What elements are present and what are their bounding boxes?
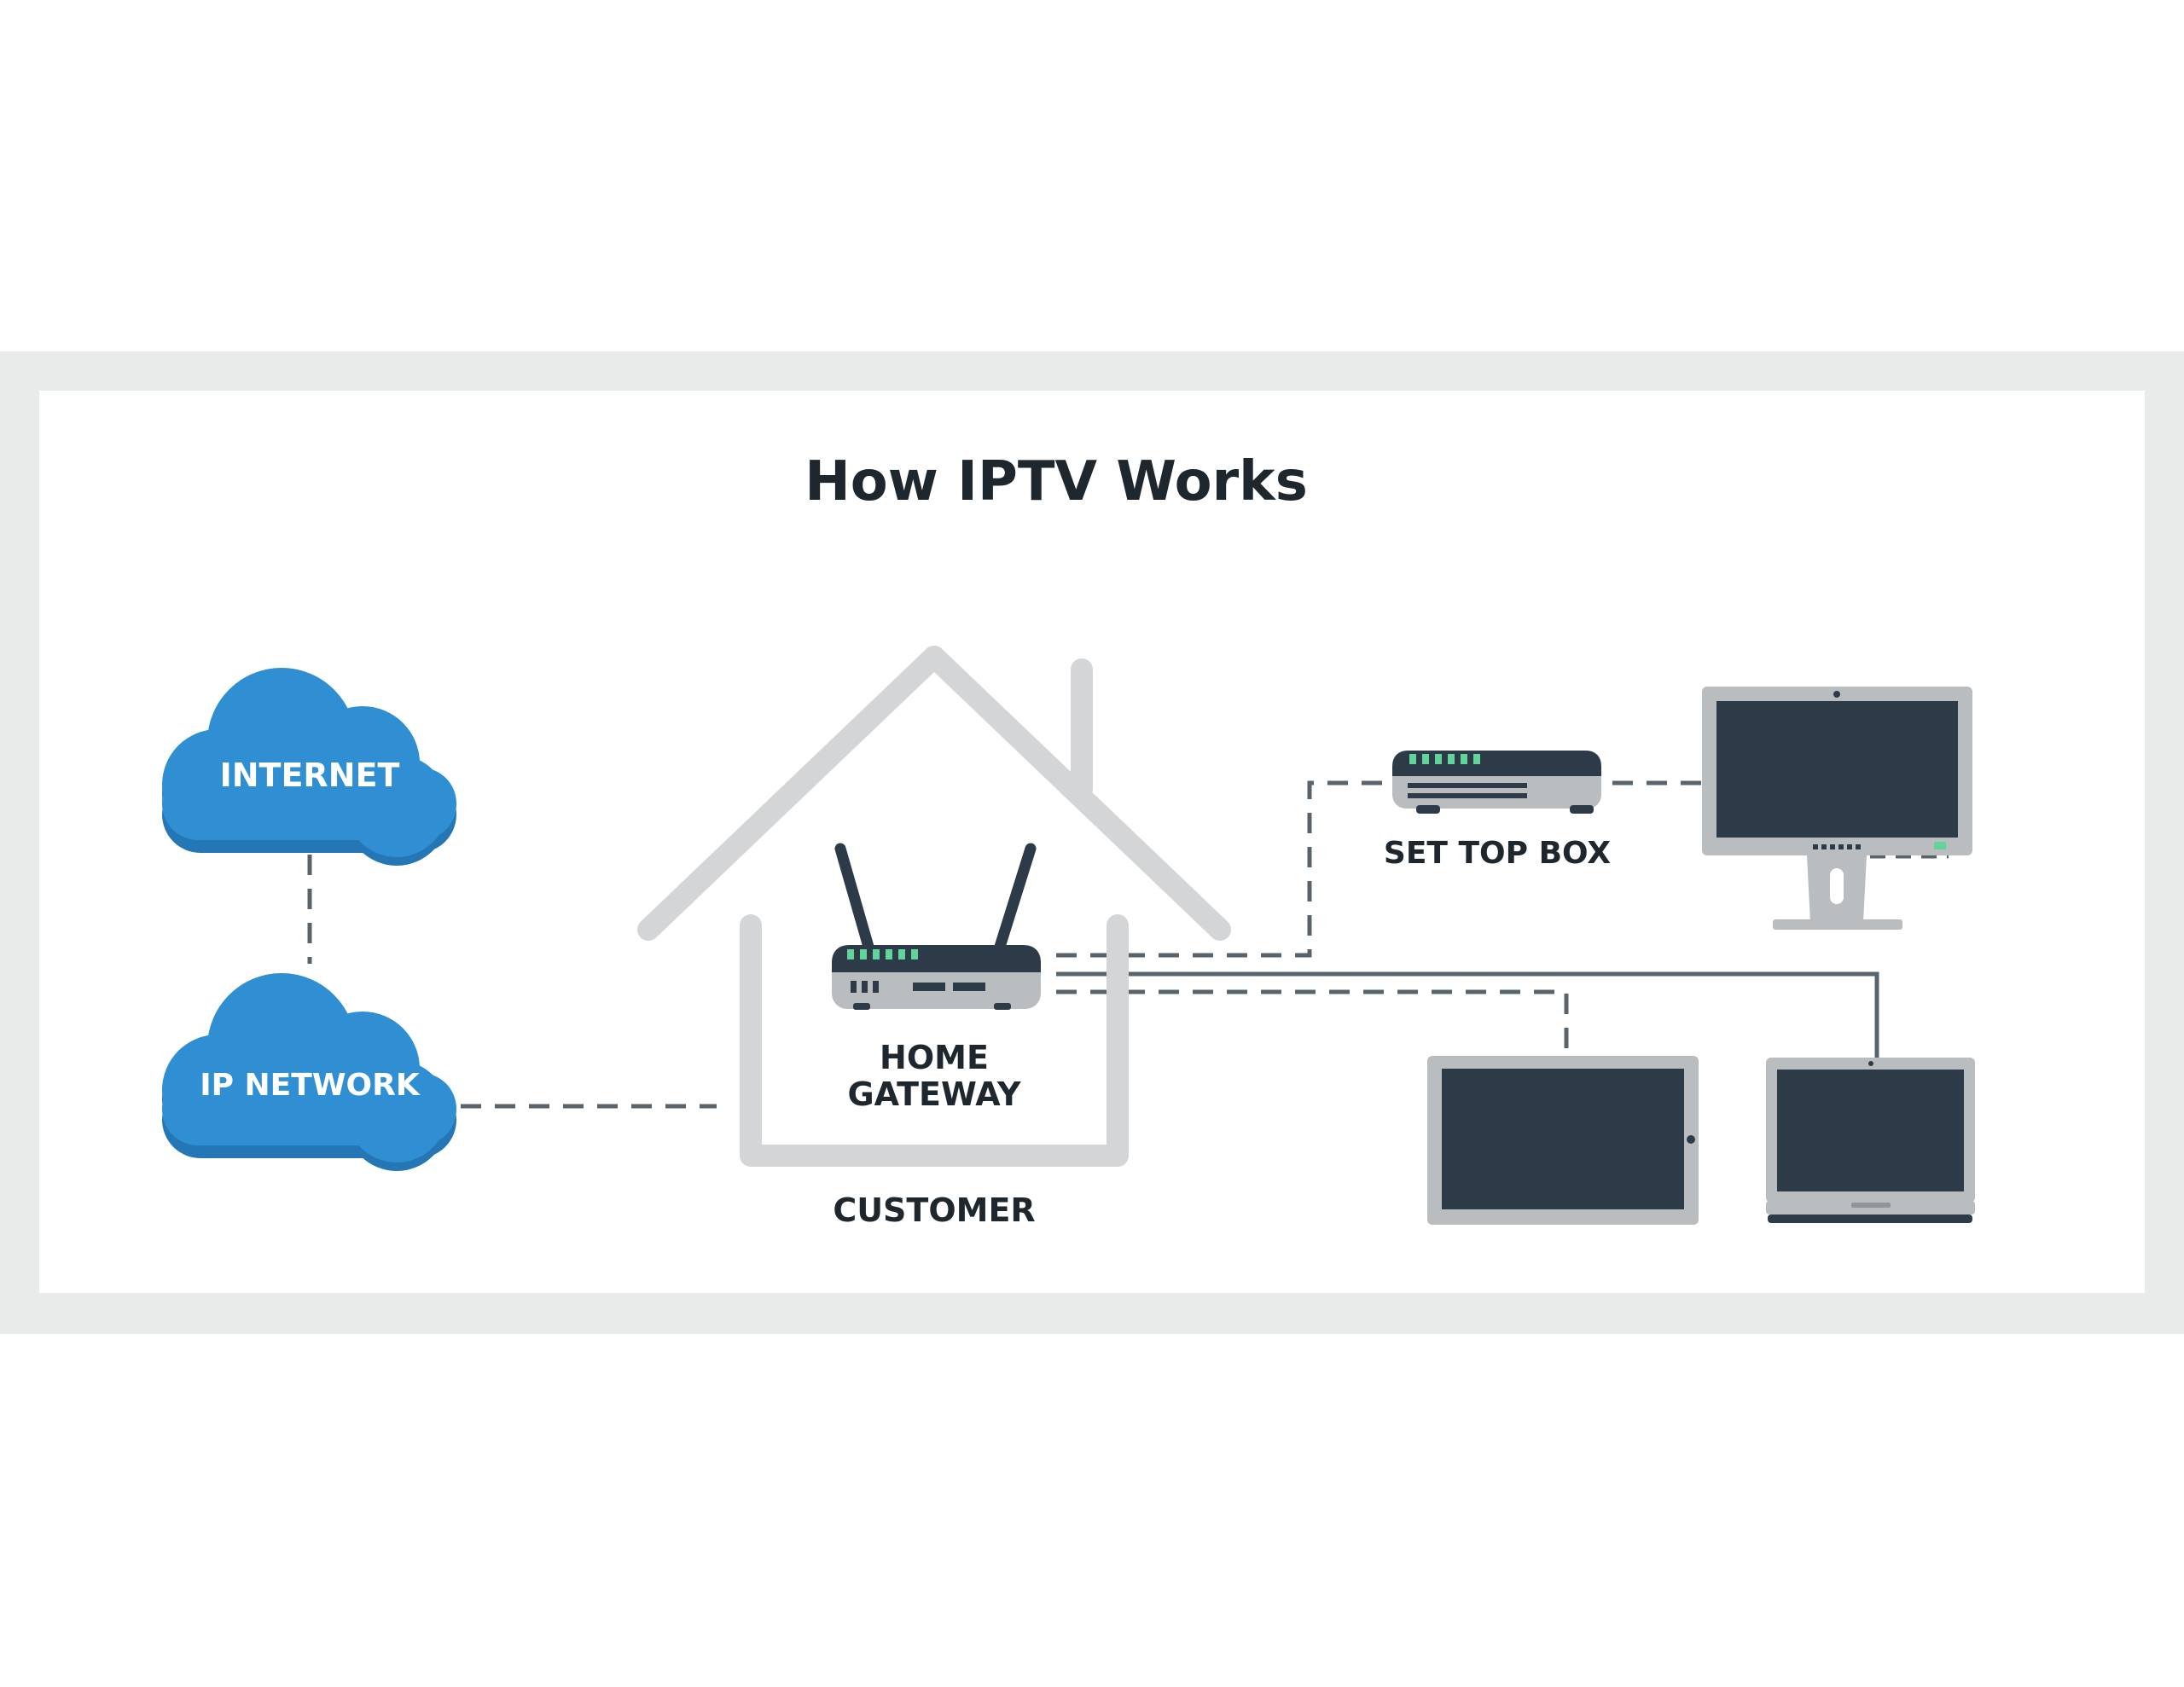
- house-icon: [637, 646, 1231, 1167]
- set-top-box-icon: [1392, 751, 1601, 814]
- ip-network-label: IP NETWORK: [200, 1068, 421, 1103]
- router-icon: [832, 843, 1041, 1010]
- link-gateway-laptop: [1056, 971, 1879, 1062]
- home-gateway-label-line2: GATEWAY: [847, 1075, 1021, 1113]
- laptop-icon: [1766, 1058, 1975, 1223]
- cloud-ip-network-icon: [162, 973, 456, 1171]
- link-gateway-tablet: [1056, 989, 1569, 1058]
- page-title: How IPTV Works: [804, 450, 1308, 513]
- tv-monitor-icon: [1702, 687, 1972, 930]
- customer-label: CUSTOMER: [833, 1191, 1035, 1229]
- cloud-internet-icon: [162, 668, 456, 866]
- connection-lines: [307, 780, 1949, 1109]
- home-gateway-label-line1: HOME: [880, 1039, 989, 1076]
- set-top-box-label: SET TOP BOX: [1384, 836, 1611, 871]
- internet-label: INTERNET: [220, 757, 400, 794]
- tablet-icon: [1427, 1056, 1699, 1225]
